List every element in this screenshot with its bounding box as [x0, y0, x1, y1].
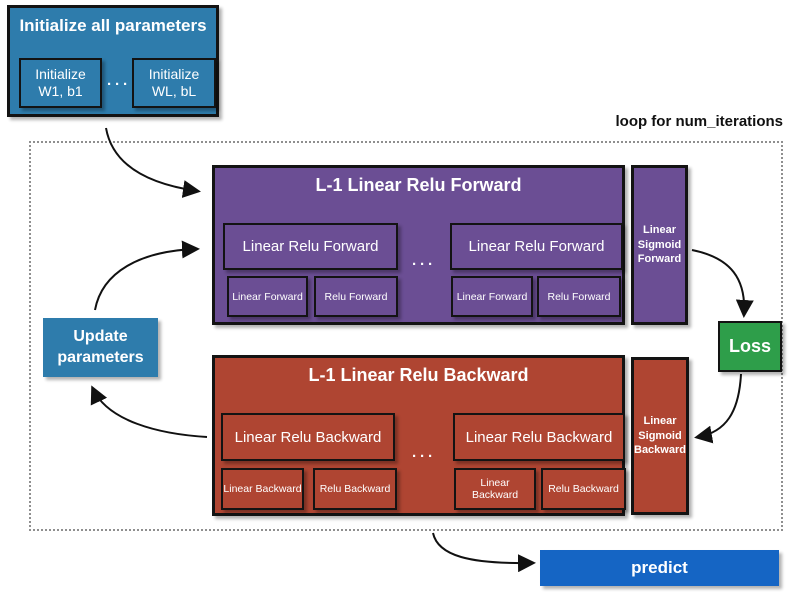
linear-relu-forward-box-2: Linear Relu Forward	[450, 223, 623, 270]
relu-backward-box-1: Relu Backward	[313, 468, 397, 510]
linear-sigmoid-backward-box: Linear Sigmoid Backward	[631, 357, 689, 515]
initialize-parameters-box: Initialize all parameters Initialize W1,…	[7, 5, 219, 117]
linear-relu-backward-box-1: Linear Relu Backward	[221, 413, 395, 461]
loop-label: loop for num_iterations	[615, 113, 783, 130]
linear-relu-forward-box-1: Linear Relu Forward	[223, 223, 398, 270]
forward-outer-box: L-1 Linear Relu Forward Linear Relu Forw…	[212, 165, 625, 325]
relu-forward-box-1: Relu Forward	[314, 276, 398, 317]
initialize-ellipsis: ···	[107, 76, 131, 93]
relu-backward-box-2: Relu Backward	[541, 468, 626, 510]
predict-box: predict	[540, 550, 779, 586]
forward-title: L-1 Linear Relu Forward	[315, 175, 522, 195]
linear-backward-box-1: Linear Backward	[221, 468, 304, 510]
relu-forward-box-2: Relu Forward	[537, 276, 621, 317]
linear-forward-box-2: Linear Forward	[451, 276, 533, 317]
initialize-title: Initialize all parameters	[19, 16, 207, 35]
forward-ellipsis: ···	[412, 256, 436, 273]
linear-forward-box-1: Linear Forward	[227, 276, 308, 317]
initialize-wl-bl-box: Initialize WL, bL	[132, 58, 216, 108]
linear-backward-box-2: Linear Backward	[454, 468, 536, 510]
arrow-loop-to-predict	[432, 532, 536, 573]
loop-boundary	[29, 141, 783, 531]
loss-box: Loss	[718, 321, 782, 372]
backward-ellipsis: ···	[412, 448, 436, 465]
initialize-w1-b1-box: Initialize W1, b1	[19, 58, 102, 108]
backward-outer-box: L-1 Linear Relu Backward Linear Relu Bac…	[212, 355, 626, 516]
backward-title: L-1 Linear Relu Backward	[308, 365, 529, 385]
update-parameters-box: Update parameters	[43, 318, 158, 377]
linear-sigmoid-forward-box: Linear Sigmoid Forward	[631, 165, 688, 325]
linear-relu-backward-box-2: Linear Relu Backward	[453, 413, 625, 461]
